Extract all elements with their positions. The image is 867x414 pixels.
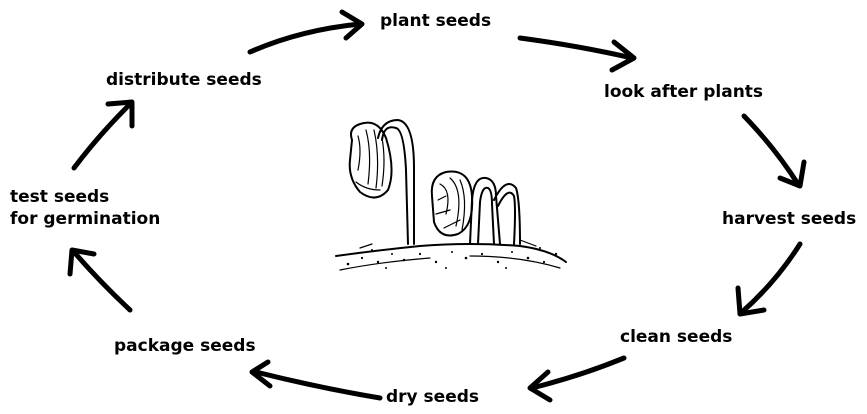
stage-test-seeds: test seeds for germination [10,186,160,230]
stage-distribute-seeds: distribute seeds [106,69,262,91]
stage-dry-seeds: dry seeds [386,386,479,408]
stage-plant-seeds: plant seeds [380,10,491,32]
soil-line [336,244,566,262]
stage-test-seeds-line2: for germination [10,208,160,230]
left-seed [350,123,392,198]
stage-look-after-plants: look after plants [604,81,763,103]
right-seed [432,172,472,236]
stage-harvest-seeds: harvest seeds [722,208,856,230]
left-seedling-stem [382,127,408,244]
stage-clean-seeds: clean seeds [620,326,732,348]
stage-test-seeds-line1: test seeds [10,186,160,208]
stage-package-seeds: package seeds [114,335,256,357]
